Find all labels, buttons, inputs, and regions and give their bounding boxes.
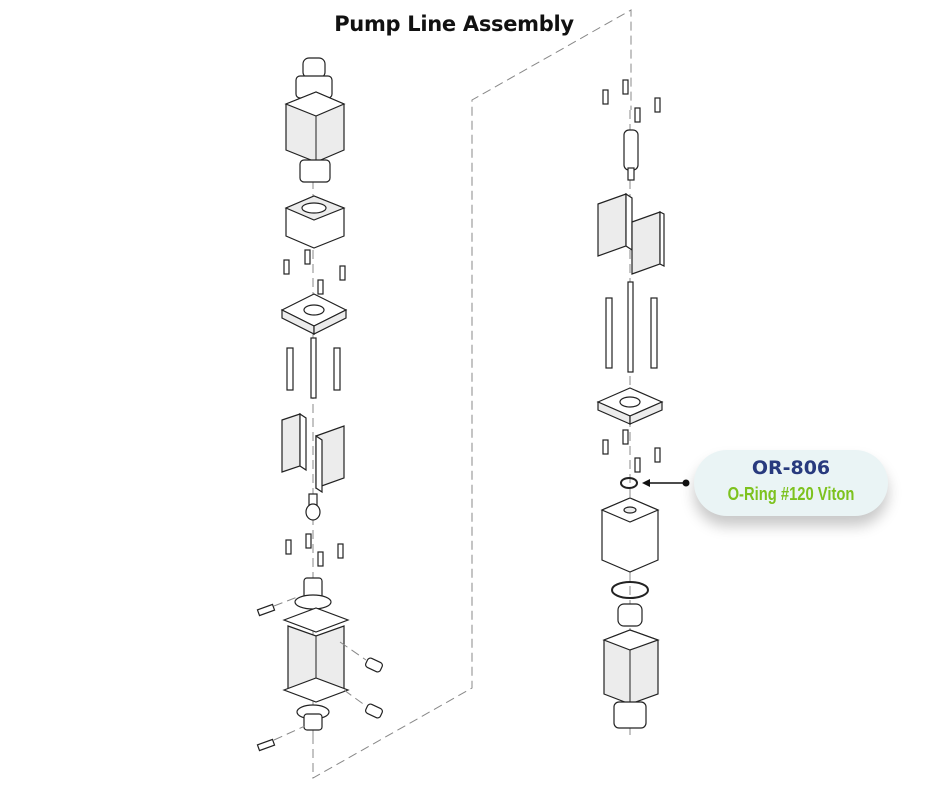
part-description: O-Ring #120 Viton (727, 484, 855, 504)
left-bolts-lower (285, 533, 344, 567)
callout-leader-arrow (642, 479, 690, 487)
right-plate (596, 387, 664, 425)
right-clevis (623, 129, 639, 181)
left-fittings (256, 595, 383, 752)
left-pads (281, 412, 345, 494)
large-o-ring (611, 581, 649, 599)
part-number: OR-806 (751, 457, 831, 479)
left-plate (280, 293, 348, 335)
assembly-path-line (312, 9, 632, 779)
left-cylinder (282, 577, 350, 731)
right-pump-head (602, 603, 660, 729)
left-clevis (305, 493, 321, 521)
left-pump-head (284, 57, 346, 183)
right-pads (597, 192, 665, 275)
diagram-title: Pump Line Assembly (334, 12, 574, 36)
right-bolts-lower (602, 429, 661, 473)
o-ring (620, 477, 638, 489)
left-rods (286, 337, 341, 399)
left-block (284, 195, 346, 249)
part-callout: OR-806 O-Ring #120 Viton (694, 450, 888, 516)
right-bolts-top (602, 79, 661, 123)
left-bolts-upper (283, 249, 346, 295)
right-block (600, 497, 660, 573)
right-rods (605, 281, 658, 373)
